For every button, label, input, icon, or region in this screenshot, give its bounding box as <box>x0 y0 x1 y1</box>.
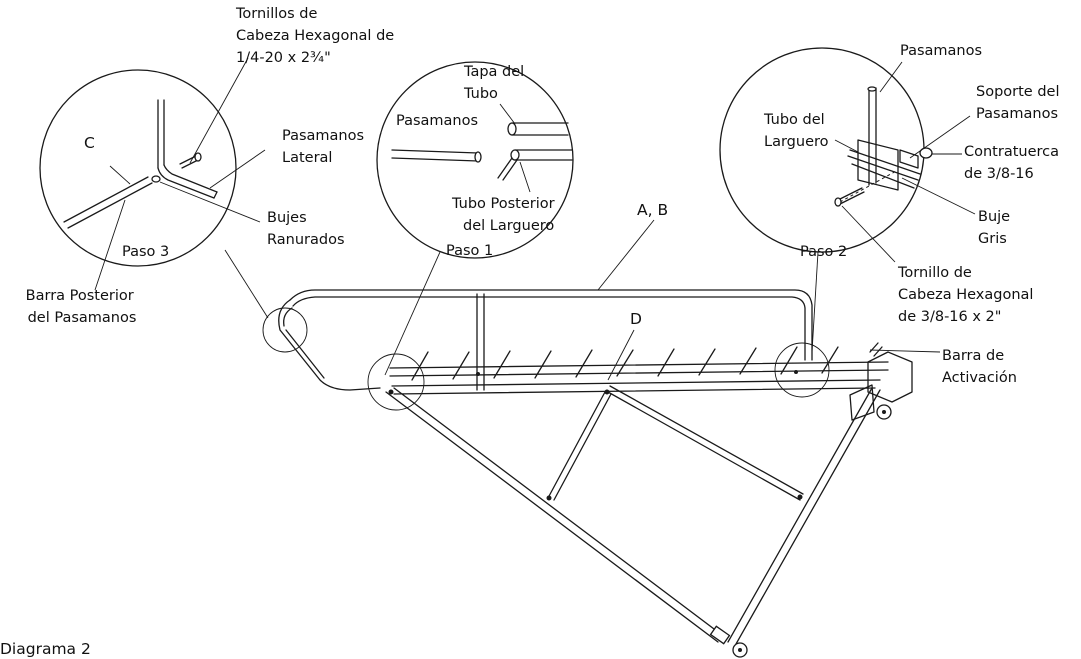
label-part-c: C <box>84 134 95 152</box>
detail-circle-step2 <box>719 47 976 353</box>
main-ladder <box>262 219 941 658</box>
label-tube-cap: Tapa del Tubo <box>463 64 529 102</box>
label-handrail-support: Soporte del Pasamanos <box>976 84 1064 122</box>
label-rear-handrail-bar: Barra Posterior del Pasamanos <box>26 288 139 326</box>
label-activation-bar: Barra de Activación <box>942 348 1017 386</box>
label-step3: Paso 3 <box>122 244 169 260</box>
label-gray-bushing: Buje Gris <box>978 209 1015 247</box>
label-part-ab: A, B <box>637 201 668 219</box>
label-step1: Paso 1 <box>446 243 493 259</box>
label-side-handrail: Pasamanos Lateral <box>282 128 369 166</box>
label-slotted-bushings: Bujes Ranurados <box>267 210 345 248</box>
bottom-wheel <box>709 625 748 658</box>
label-locknut: Contratuerca de 3/8-16 <box>964 144 1064 182</box>
label-handrail-step2: Pasamanos <box>900 43 982 59</box>
top-wheel <box>876 404 892 420</box>
label-hex-bolt: Tornillo de Cabeza Hexagonal de 3/8-16 x… <box>897 265 1038 325</box>
label-hex-screws: Tornillos de Cabeza Hexagonal de 1/4-20 … <box>235 6 399 66</box>
label-rear-stringer-tube: Tubo Posterior del Larguero <box>451 196 559 234</box>
label-stringer-tube: Tubo del Larguero <box>763 112 829 150</box>
label-part-d: D <box>630 310 642 328</box>
label-handrail-step1: Pasamanos <box>396 113 478 129</box>
label-step2: Paso 2 <box>800 244 847 260</box>
steps <box>411 346 839 381</box>
diagram-caption: Diagrama 2 <box>0 640 91 658</box>
detail-circle-step3 <box>39 57 269 319</box>
